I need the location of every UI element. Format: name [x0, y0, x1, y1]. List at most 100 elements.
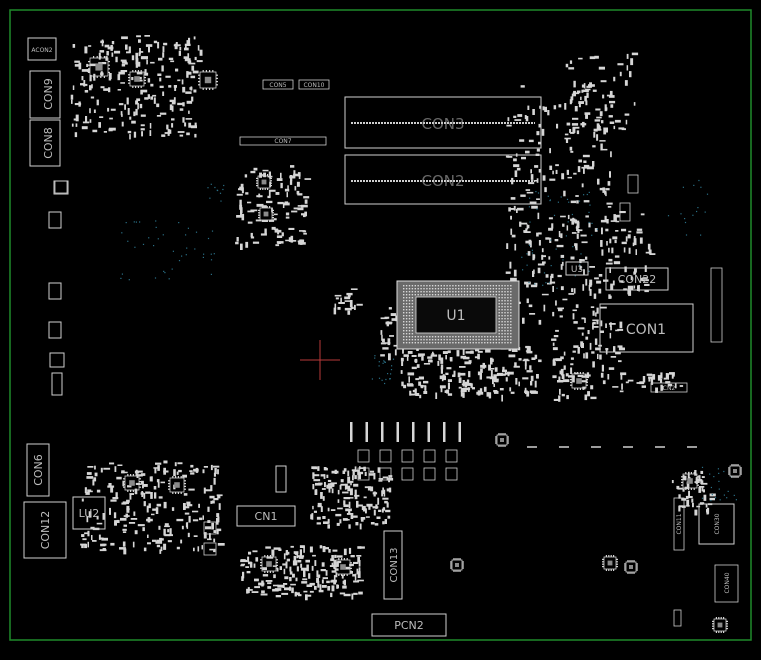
connector-con9[interactable]: CON9	[29, 70, 61, 119]
bga-ball	[486, 339, 489, 341]
connector-pcn2[interactable]: PCN2	[371, 613, 447, 637]
smd-pad	[340, 297, 342, 303]
connector-con1[interactable]: CON1	[599, 303, 694, 353]
connector-con10[interactable]: CON10	[298, 79, 330, 90]
smd-pad	[470, 383, 473, 388]
smd-pad	[314, 586, 317, 590]
chip-u3[interactable]: U3	[565, 261, 589, 276]
smd-pad	[589, 283, 592, 287]
smd-pad	[202, 256, 204, 258]
smd-pad	[337, 307, 341, 310]
smd-pad	[688, 488, 690, 490]
smd-pad	[107, 107, 110, 112]
bga-ball	[507, 309, 509, 311]
bga-ball	[411, 339, 414, 341]
smd-pad	[699, 502, 705, 505]
smd-pad	[619, 321, 623, 329]
smd-pad	[661, 385, 664, 391]
smd-pad	[385, 378, 387, 381]
smd-pad	[575, 244, 577, 249]
bga-ball	[498, 294, 500, 296]
svg-text:CON9: CON9	[42, 78, 55, 110]
smd-pad	[614, 119, 621, 123]
smd-pad	[627, 288, 630, 295]
smd-pad	[216, 77, 218, 79]
smd-pad	[264, 206, 266, 208]
smd-pad	[381, 422, 384, 442]
connector-acon2[interactable]: ACON2	[27, 37, 57, 61]
smd-pad	[124, 104, 126, 110]
smd-pad	[144, 74, 146, 76]
connector-con8[interactable]: CON8	[29, 119, 61, 167]
connector-con30[interactable]: CON30	[698, 503, 735, 545]
smd-pad	[521, 156, 526, 160]
smd-pad	[579, 259, 582, 264]
smd-pad	[84, 544, 87, 549]
smd-pad	[108, 87, 111, 93]
bga-ball	[501, 312, 503, 314]
smd-pad	[85, 492, 90, 495]
smd-pad	[569, 129, 572, 133]
smd-pad	[558, 309, 563, 312]
connector-con22[interactable]: CON22	[605, 267, 669, 291]
smd-pad	[135, 86, 137, 88]
smd-pad	[164, 272, 166, 274]
connector-con40[interactable]: CON40	[714, 564, 739, 603]
smd-pad	[629, 565, 633, 569]
smd-pad	[346, 513, 354, 515]
smd-pad	[553, 214, 556, 216]
smd-pad	[676, 485, 680, 490]
connector-cn1[interactable]: CN1	[236, 505, 296, 527]
smd-pad	[407, 372, 415, 376]
connector-con12[interactable]: CON12	[23, 501, 67, 559]
smd-pad	[213, 253, 215, 255]
smd-pad	[633, 102, 636, 106]
smd-pad	[308, 573, 311, 579]
connector-cn2[interactable]: CN2	[650, 382, 688, 393]
smd-pad	[284, 587, 291, 591]
smd-pad	[216, 74, 218, 76]
smd-pad	[277, 584, 284, 588]
smd-pad	[323, 474, 326, 479]
smd-pad	[500, 445, 502, 447]
smd-pad	[164, 523, 169, 526]
connector-con13[interactable]: CON13	[383, 530, 403, 600]
smd-pad	[134, 246, 136, 248]
cpu-u1[interactable]: U1	[396, 280, 520, 350]
smd-pad	[309, 546, 313, 553]
smd-pad	[164, 132, 171, 134]
memory-slot-con2[interactable]: CON2	[344, 154, 542, 205]
smd-pad	[561, 173, 565, 180]
smd-pad	[147, 542, 151, 545]
smd-pad	[157, 238, 159, 240]
smd-pad	[361, 506, 365, 510]
bga-ball	[452, 336, 454, 338]
smd-pad	[332, 549, 338, 552]
svg-text:CN2: CN2	[663, 385, 676, 392]
smd-pad	[486, 392, 489, 397]
smd-pad	[160, 481, 165, 484]
smd-pad	[111, 52, 114, 57]
bga-ball	[501, 303, 503, 305]
connector-con5[interactable]: CON5	[262, 79, 294, 90]
smd-pad	[524, 115, 527, 119]
chip-lu2[interactable]: LU2	[72, 496, 106, 530]
smd-pad	[585, 278, 588, 286]
smd-pad	[616, 561, 618, 563]
smd-pad	[719, 499, 721, 501]
smd-pad	[263, 211, 269, 217]
connector-con7[interactable]: CON7	[239, 136, 327, 146]
smd-pad	[262, 188, 264, 190]
smd-pad	[447, 350, 451, 354]
smd-pad	[346, 574, 348, 576]
smd-pad	[273, 584, 279, 587]
smd-pad	[576, 221, 580, 228]
connector-con11[interactable]: CON11	[673, 497, 685, 551]
smd-pad	[632, 242, 635, 247]
memory-slot-con3[interactable]: CON3	[344, 96, 542, 149]
smd-pad	[703, 494, 707, 501]
bga-ball	[417, 285, 419, 287]
connector-con6[interactable]: CON6	[26, 443, 50, 497]
bga-ball	[510, 324, 512, 326]
bga-ball	[478, 336, 480, 338]
